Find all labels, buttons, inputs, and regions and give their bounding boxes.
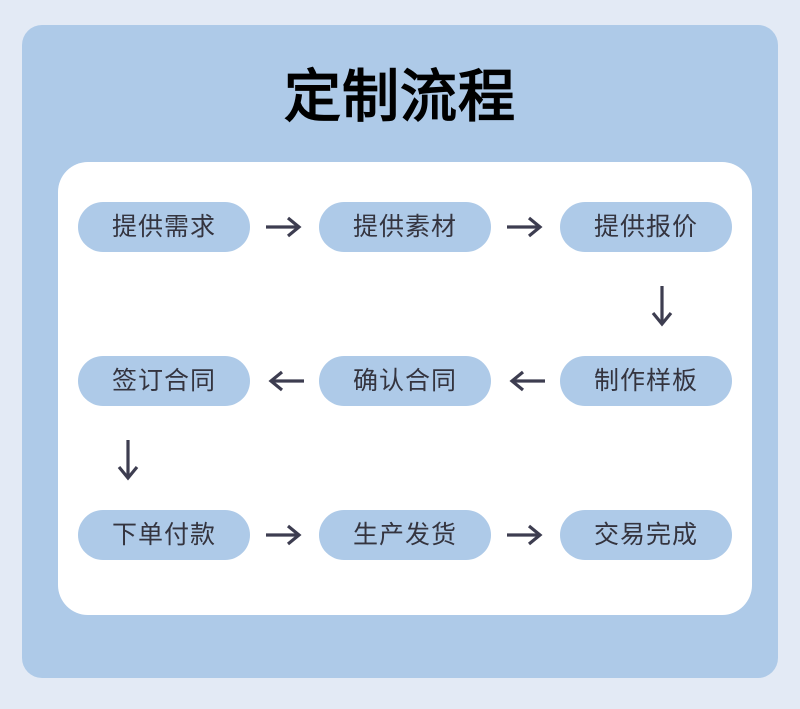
connector-r1-2 <box>491 214 560 240</box>
flow-row-2: 签订合同 确认合同 <box>78 356 732 406</box>
connector-r1-1 <box>250 214 319 240</box>
step-node-place-order-payment[interactable]: 下单付款 <box>78 510 250 560</box>
step-label: 交易完成 <box>593 520 698 549</box>
step-label: 制作样板 <box>593 366 698 395</box>
step-node-provide-materials[interactable]: 提供素材 <box>319 202 491 252</box>
connector-r3-1 <box>250 522 319 548</box>
connector-r2-2 <box>491 368 560 394</box>
flowchart-card: 定制流程 提供需求 <box>22 25 778 678</box>
connector-down-left <box>108 436 148 486</box>
flow-grid: 提供需求 提供素材 <box>58 162 752 615</box>
flow-cell-r3c3: 交易完成 <box>560 510 732 560</box>
arrow-down-icon <box>115 438 141 484</box>
arrow-right-icon <box>264 522 306 548</box>
flow-cell-r2c1: 签订合同 <box>78 356 250 406</box>
step-node-confirm-contract[interactable]: 确认合同 <box>319 356 491 406</box>
step-label: 签订合同 <box>111 366 216 395</box>
page-title: 定制流程 <box>284 65 516 129</box>
step-label: 下单付款 <box>111 520 216 549</box>
step-node-provide-quotation[interactable]: 提供报价 <box>560 202 732 252</box>
flow-cell-r3c2: 生产发货 <box>319 510 491 560</box>
step-node-make-sample[interactable]: 制作样板 <box>560 356 732 406</box>
flow-cell-r3c1: 下单付款 <box>78 510 250 560</box>
step-node-sign-contract[interactable]: 签订合同 <box>78 356 250 406</box>
step-label: 确认合同 <box>352 366 457 395</box>
flow-cell-r1c3: 提供报价 <box>560 202 732 252</box>
flow-row-1: 提供需求 提供素材 <box>78 202 732 252</box>
arrow-right-icon <box>505 214 547 240</box>
flow-cell-r2c2: 确认合同 <box>319 356 491 406</box>
flow-cell-r2c3: 制作样板 <box>560 356 732 406</box>
step-node-production-shipping[interactable]: 生产发货 <box>319 510 491 560</box>
flow-cell-r1c2: 提供素材 <box>319 202 491 252</box>
arrow-right-icon <box>264 214 306 240</box>
step-label: 生产发货 <box>352 520 457 549</box>
connector-down-right <box>642 282 682 332</box>
step-node-provide-requirements[interactable]: 提供需求 <box>78 202 250 252</box>
flow-row-3: 下单付款 生产发货 <box>78 510 732 560</box>
step-node-transaction-complete[interactable]: 交易完成 <box>560 510 732 560</box>
flowchart-panel: 提供需求 提供素材 <box>58 162 752 615</box>
step-label: 提供素材 <box>352 212 457 241</box>
arrow-right-icon <box>505 522 547 548</box>
arrow-left-icon <box>264 368 306 394</box>
step-label: 提供报价 <box>593 212 698 241</box>
flow-cell-r1c1: 提供需求 <box>78 202 250 252</box>
arrow-left-icon <box>505 368 547 394</box>
arrow-down-icon <box>649 284 675 330</box>
step-label: 提供需求 <box>111 212 216 241</box>
connector-r3-2 <box>491 522 560 548</box>
connector-r2-1 <box>250 368 319 394</box>
